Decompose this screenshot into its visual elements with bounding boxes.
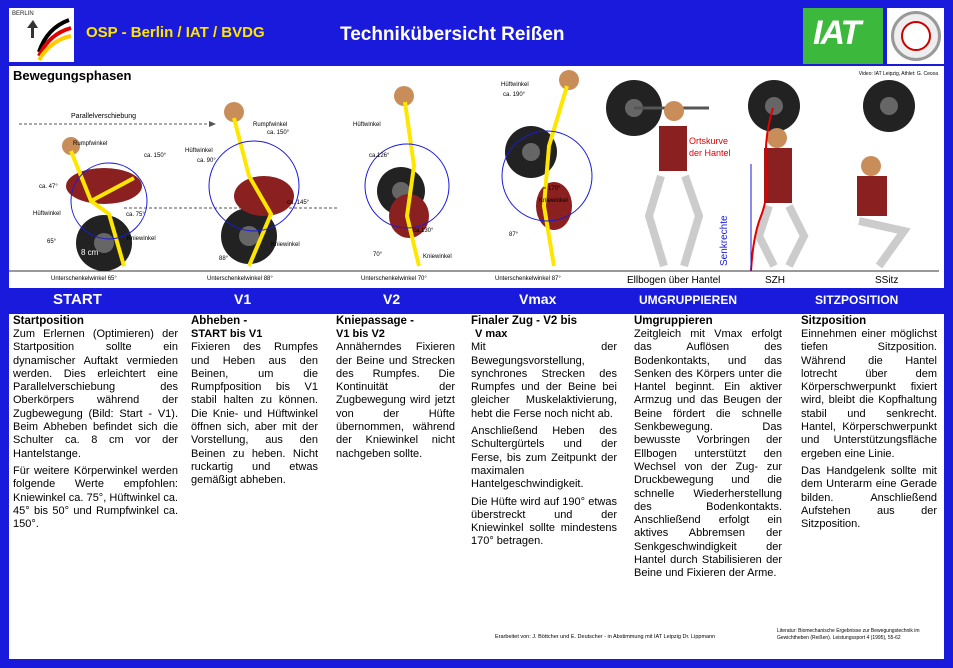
footer-literature: Literatur: Biomechanische Ergebnisse zur… (777, 628, 920, 641)
athlete-szh (748, 80, 809, 272)
angle-90: ca. 90° (197, 158, 216, 164)
column-v2: Kniepassage - V1 bis V2 Annäherndes Fixi… (336, 314, 455, 465)
column-paragraph: Zum Erlernen (Optimieren) der Startposit… (13, 328, 178, 460)
berlin-logo-text: BERLIN (12, 11, 34, 17)
berlin-logo: BERLIN (9, 8, 74, 62)
szh-label: SZH (765, 275, 785, 286)
column-paragraph: Für weitere Körperwinkel werden folgende… (13, 464, 178, 531)
hip-angle-label-3: Hüftwinkel (353, 122, 381, 128)
angle-88: 88° (219, 256, 229, 262)
trajectory-label-2: der Hantel (689, 148, 731, 158)
phase-sitzposition: SITZPOSITION (815, 293, 899, 307)
column-sitzposition: Sitzposition Einnehmen einer möglichst t… (801, 314, 937, 535)
angle-47: ca. 47° (39, 184, 58, 190)
phase-bar: START V1 V2 Vmax UMGRUPPIEREN SITZPOSITI… (9, 288, 944, 314)
iat-logo-text: IAT (813, 14, 861, 52)
column-umgruppieren: Umgruppieren Zeitgleich mit Vmax erfolgt… (634, 314, 782, 585)
column-paragraph: Fixieren des Rumpfes und Heben aus den B… (191, 341, 318, 487)
video-credit: Video: IAT Leipzig, Athlet: G. Cecea (858, 71, 938, 77)
column-heading: Kniepassage - (336, 315, 414, 327)
column-paragraph: Das Handgelenk sollte mit dem Unterarm e… (801, 464, 937, 531)
knee-angle-label-3: Kniewinkel (423, 254, 452, 260)
athlete-v2 (364, 86, 450, 267)
angle-170: ≈ 170° (543, 186, 561, 192)
knee-angle-label-1: Kniewinkel (127, 236, 156, 242)
header-left-title: OSP - Berlin / IAT / BVDG (86, 24, 265, 41)
angle-87: 87° (509, 232, 519, 238)
trunk-angle-label-1: Rumpfwinkel (73, 141, 108, 147)
shin-angle-3: Unterschenkelwinkel 70° (361, 276, 427, 282)
hip-angle-label-2: Hüftwinkel (185, 148, 213, 154)
bvdg-emblem-icon (901, 21, 931, 51)
hip-angle-label-1: Hüftwinkel (33, 211, 61, 217)
angle-65: 65° (47, 239, 57, 245)
elbow-label: Ellbogen über Hantel (627, 275, 721, 286)
column-subheading: START bis V1 (191, 328, 263, 340)
column-start: Startposition Zum Erlernen (Optimieren) … (13, 314, 178, 535)
berlin-flag-icon (27, 18, 72, 62)
angle-126: ca.126° (369, 153, 390, 159)
angle-190: ca. 190° (503, 92, 526, 98)
section-title: Bewegungsphasen (13, 68, 132, 83)
phase-umgruppieren: UMGRUPPIEREN (639, 293, 738, 307)
knee-angle-label-4: Kniewinkel (539, 198, 568, 204)
angle-130: ca.130° (413, 228, 434, 234)
athlete-start (62, 137, 148, 271)
footer-credits: Erarbeitet von: J. Böttcher und E. Deuts… (495, 634, 716, 640)
page-title: Technikübersicht Reißen (340, 24, 565, 45)
athlete-vmax (501, 70, 593, 267)
phase-v1: V1 (234, 291, 252, 307)
phase-start: START (53, 291, 102, 308)
column-heading: Abheben - (191, 315, 248, 327)
angle-75: ca. 75° (126, 212, 145, 218)
shin-angle-1: Unterschenkelwinkel 65° (51, 276, 117, 282)
ssitz-label: SSitz (875, 275, 899, 286)
vertical-label: Senkrechte (719, 215, 730, 266)
column-paragraph: Anschließend Heben des Schultergürtels u… (471, 425, 617, 491)
shoulder-offset-label: 8 cm (81, 248, 99, 257)
column-heading: Umgruppieren (634, 315, 713, 327)
column-paragraph: Die Hüfte wird auf 190° etwas überstreck… (471, 495, 617, 548)
trunk-value-1: ca. 150° (144, 153, 167, 159)
shin-angle-4: Unterschenkelwinkel 87° (495, 276, 561, 282)
column-paragraph: Mit der Bewegungsvorstellung, synchrones… (471, 341, 617, 420)
phases-illustration (9, 70, 939, 272)
phases-figure: Bewegungsphasen Video: IAT Leipzig, Athl… (9, 66, 944, 288)
athlete-umgruppieren (606, 80, 709, 268)
header-bar: BERLIN OSP - Berlin / IAT / BVDG Technik… (0, 0, 953, 66)
column-paragraph: Annäherndes Fixieren der Beine und Strec… (336, 341, 455, 460)
parallel-label: Parallelverschiebung (71, 113, 136, 120)
trajectory-label-1: Ortskurve (689, 136, 729, 146)
column-paragraph: Zeitgleich mit Vmax erfolgt das Auflösen… (634, 328, 782, 580)
trunk-value-2: ca. 150° (267, 130, 290, 136)
iat-logo: IAT (803, 8, 883, 64)
description-panel: Startposition Zum Erlernen (Optimieren) … (9, 314, 944, 659)
column-v1: Abheben - START bis V1 Fixieren des Rump… (191, 314, 318, 492)
hip-angle-label-4: Hüftwinkel (501, 82, 529, 88)
trunk-angle-label-2: Rumpfwinkel (253, 122, 288, 128)
bvdg-logo (887, 8, 944, 64)
angle-145: ca. 145° (287, 200, 310, 206)
phase-vmax: Vmax (519, 291, 557, 307)
column-vmax: Finaler Zug - V2 bis V max Mit der Beweg… (471, 314, 617, 553)
column-heading: Finaler Zug - V2 bis (471, 315, 578, 327)
column-heading: Sitzposition (801, 315, 867, 327)
column-subheading: V1 bis V2 (336, 328, 385, 340)
athlete-sitzposition (857, 80, 915, 269)
column-paragraph: Einnehmen einer möglichst tiefen Sitzpos… (801, 328, 937, 460)
shin-angle-2: Unterschenkelwinkel 88° (207, 276, 273, 282)
column-heading: Startposition (13, 315, 84, 327)
column-subheading: V max (475, 328, 508, 340)
phase-v2: V2 (383, 291, 401, 307)
knee-angle-label-2: Kniewinkel (271, 242, 300, 248)
athlete-v1 (208, 102, 300, 267)
angle-70: 70° (373, 252, 383, 258)
